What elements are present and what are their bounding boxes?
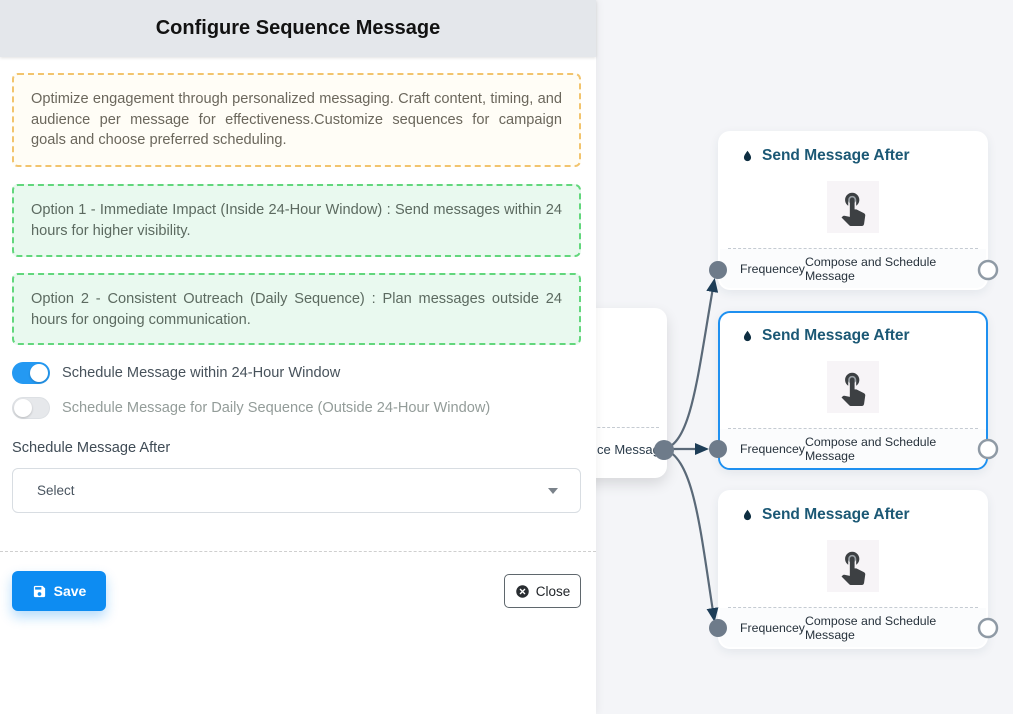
tap-icon-box[interactable] <box>827 361 879 413</box>
flow-canvas[interactable]: ce Message Send Message After F <box>560 0 1013 714</box>
partial-node-footer-label: ce Message <box>597 442 668 457</box>
node-footer-divider <box>728 607 978 608</box>
frequency-label[interactable]: Frequencey <box>740 261 805 276</box>
toggle-daily-sequence[interactable] <box>12 397 50 419</box>
water-drop-icon <box>743 509 752 520</box>
send-message-after-node-2[interactable]: Send Message After Frequencey Compose an… <box>718 311 988 470</box>
toggle-daily-label: Schedule Message for Daily Sequence (Out… <box>62 400 491 416</box>
schedule-after-label: Schedule Message After <box>12 440 171 456</box>
close-button-label: Close <box>535 583 571 599</box>
save-button[interactable]: Save <box>12 571 106 611</box>
tap-hand-icon <box>841 192 866 226</box>
toggle-row-24hr: Schedule Message within 24-Hour Window <box>12 361 340 385</box>
compose-schedule-label[interactable]: Compose and Schedule Message <box>804 613 937 642</box>
option1-note: Option 1 - Immediate Impact (Inside 24-H… <box>12 184 581 257</box>
select-value: Select <box>37 483 75 498</box>
frequency-label[interactable]: Frequencey <box>740 620 805 635</box>
frequency-label[interactable]: Frequencey <box>740 441 805 456</box>
toggle-24hr-window[interactable] <box>12 362 50 384</box>
save-icon <box>33 585 45 597</box>
water-drop-icon <box>743 330 752 341</box>
tap-hand-icon <box>841 551 866 585</box>
send-message-after-node-1[interactable]: Send Message After Frequencey Compose an… <box>718 131 988 290</box>
tap-hand-icon <box>841 372 866 406</box>
toggle-row-daily: Schedule Message for Daily Sequence (Out… <box>12 396 490 420</box>
compose-schedule-label[interactable]: Compose and Schedule Message <box>804 434 937 463</box>
close-icon <box>515 584 529 598</box>
node-title: Send Message After <box>762 327 910 344</box>
close-button[interactable]: Close <box>504 574 581 608</box>
water-drop-icon <box>743 150 752 161</box>
configure-sequence-panel: Configure Sequence Message Optimize enga… <box>0 0 596 611</box>
toggle-knob <box>14 399 32 417</box>
node-footer-divider <box>728 428 978 429</box>
node-footer-divider <box>568 427 659 428</box>
page-title: Configure Sequence Message <box>155 17 441 39</box>
tap-icon-box[interactable] <box>827 540 879 592</box>
intro-note: Optimize engagement through personalized… <box>12 73 581 167</box>
caret-down-icon <box>548 487 558 494</box>
toggle-24hr-label: Schedule Message within 24-Hour Window <box>62 365 341 381</box>
panel-header: Configure Sequence Message <box>0 0 596 57</box>
toggle-knob <box>30 364 48 382</box>
tap-icon-box[interactable] <box>827 181 879 233</box>
save-button-label: Save <box>53 583 87 599</box>
node-footer-divider <box>728 248 978 249</box>
send-message-after-node-3[interactable]: Send Message After Frequencey Compose an… <box>718 490 988 649</box>
option2-note: Option 2 - Consistent Outreach (Daily Se… <box>12 273 581 345</box>
footer-divider <box>0 551 596 552</box>
schedule-after-select[interactable]: Select <box>12 468 581 513</box>
node-title: Send Message After <box>762 506 910 523</box>
compose-schedule-label[interactable]: Compose and Schedule Message <box>804 254 937 283</box>
node-title: Send Message After <box>762 147 910 164</box>
